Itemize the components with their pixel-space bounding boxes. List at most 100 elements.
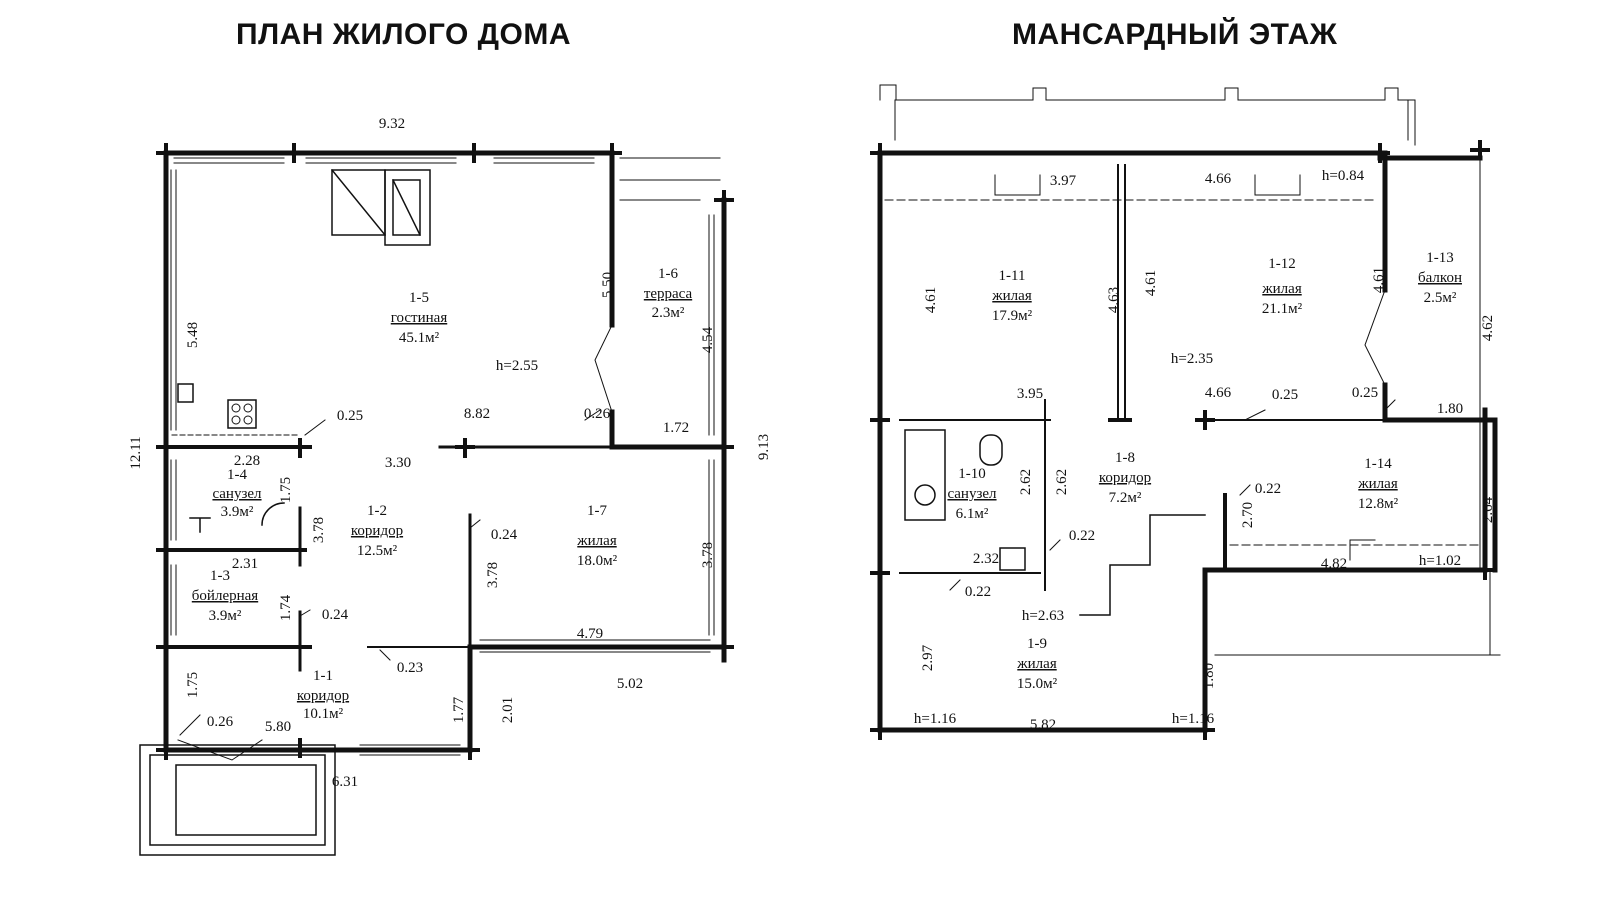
room-1-6-id: 1-6 — [658, 266, 678, 282]
dim-label: 4.54 — [700, 326, 716, 353]
dim-label: 0.25 — [337, 408, 363, 424]
ground-height: h=2.55 — [496, 358, 538, 374]
dim-label: 1.80 — [1201, 663, 1217, 689]
room-1-13-id: 1-13 — [1426, 250, 1454, 266]
room-1-12-name: жилая — [1261, 281, 1302, 297]
room-1-2-id: 1-2 — [367, 503, 387, 519]
ground-floor-walls — [139, 143, 734, 856]
dim-label: 1.75 — [185, 672, 201, 698]
room-1-5-name: гостиная — [391, 310, 448, 326]
room-1-8-id: 1-8 — [1115, 450, 1135, 466]
attic-floor-title: МАНСАРДНЫЙ ЭТАЖ — [1012, 18, 1338, 51]
dim-label: 9.32 — [379, 116, 405, 132]
room-1-4-id: 1-4 — [227, 467, 247, 483]
dim-label: 1.80 — [1437, 401, 1463, 417]
room-1-1-id: 1-1 — [313, 668, 333, 684]
dim-label: 4.61 — [1371, 267, 1387, 293]
dim-label: 5.48 — [185, 322, 201, 348]
room-1-7-id: 1-7 — [587, 503, 607, 519]
room-1-13-area: 2.5м² — [1424, 290, 1457, 306]
dim-label: 4.66 — [1205, 385, 1232, 401]
room-1-10-id: 1-10 — [958, 466, 986, 482]
room-1-7-name: жилая — [576, 533, 617, 549]
room-1-4-area: 3.9м² — [221, 504, 254, 520]
dim-label: 1.74 — [278, 594, 294, 621]
room-1-12-area: 21.1м² — [1262, 301, 1303, 317]
room-1-11-name: жилая — [991, 288, 1032, 304]
room-1-3-area: 3.9м² — [209, 608, 242, 624]
room-1-14-id: 1-14 — [1364, 456, 1392, 472]
attic-floor-labels: 1-11 жилая 17.9м² 1-12 жилая 21.1м² 1-13… — [914, 168, 1496, 733]
dim-label: 0.24 — [322, 607, 349, 623]
room-1-7-area: 18.0м² — [577, 553, 618, 569]
room-1-2-name: коридор — [351, 523, 403, 539]
room-1-9-id: 1-9 — [1027, 636, 1047, 652]
room-1-14-area: 12.8м² — [1358, 496, 1399, 512]
dim-label: 0.22 — [1069, 528, 1095, 544]
room-1-6-name: терраса — [644, 286, 693, 302]
dim-label: 0.26 — [584, 406, 611, 422]
attic-height: h=1.16 — [1172, 711, 1215, 727]
dim-label: 4.63 — [1106, 287, 1122, 313]
dim-label: 1.77 — [451, 696, 467, 723]
dim-label: 12.11 — [128, 436, 144, 469]
dim-label: 5.80 — [265, 719, 291, 735]
dim-label: 3.95 — [1017, 386, 1043, 402]
dim-label: 8.82 — [464, 406, 490, 422]
room-1-9-name: жилая — [1016, 656, 1057, 672]
room-1-11-area: 17.9м² — [992, 308, 1033, 324]
room-1-5-area: 45.1м² — [399, 330, 440, 346]
room-1-10-area: 6.1м² — [956, 506, 989, 522]
room-1-8-area: 7.2м² — [1109, 490, 1142, 506]
dim-label: 5.50 — [600, 272, 616, 298]
room-1-8-name: коридор — [1099, 470, 1151, 486]
dim-label: 2.70 — [1240, 502, 1256, 528]
dim-label: 0.24 — [491, 527, 518, 543]
room-1-10-name: санузел — [947, 486, 997, 502]
dim-label: 2.62 — [1018, 469, 1034, 495]
ground-floor-labels: 1-5 гостиная 45.1м² h=2.55 1-6 терраса 2… — [128, 116, 772, 790]
dim-label: 2.62 — [1054, 469, 1070, 495]
room-1-13-name: балкон — [1418, 270, 1462, 286]
dim-label: 6.31 — [332, 774, 358, 790]
dim-label: 1.75 — [278, 477, 294, 503]
dim-label: 0.22 — [1255, 481, 1281, 497]
dim-label: 0.26 — [207, 714, 234, 730]
dim-label: 0.25 — [1352, 385, 1378, 401]
dim-label: 4.66 — [1205, 171, 1232, 187]
room-1-1-name: коридор — [297, 688, 349, 704]
dim-label: 2.28 — [234, 453, 260, 469]
dim-label: 3.78 — [311, 517, 327, 543]
room-1-1-area: 10.1м² — [303, 706, 344, 722]
dim-label: 2.32 — [973, 551, 999, 567]
dim-label: 2.64 — [1480, 496, 1496, 523]
dim-label: 2.31 — [232, 556, 258, 572]
attic-height: h=0.84 — [1322, 168, 1365, 184]
dim-label: 4.61 — [923, 287, 939, 313]
dim-label: 0.22 — [965, 584, 991, 600]
ground-floor-title: ПЛАН ЖИЛОГО ДОМА — [236, 18, 571, 51]
dim-label: 0.25 — [1272, 387, 1298, 403]
dim-label: 0.23 — [397, 660, 423, 676]
dim-label: 4.62 — [1480, 315, 1496, 341]
room-1-2-area: 12.5м² — [357, 543, 398, 559]
dim-label: 3.97 — [1050, 173, 1077, 189]
dim-label: 9.13 — [756, 434, 772, 460]
room-1-3-id: 1-3 — [210, 568, 230, 584]
dim-label: 2.97 — [920, 644, 936, 671]
dim-label: 5.82 — [1030, 717, 1056, 733]
room-1-11-id: 1-11 — [999, 268, 1026, 284]
room-1-4-name: санузел — [212, 486, 262, 502]
room-1-14-name: жилая — [1357, 476, 1398, 492]
room-1-12-id: 1-12 — [1268, 256, 1296, 272]
dim-label: 4.79 — [577, 626, 603, 642]
room-1-9-area: 15.0м² — [1017, 676, 1058, 692]
dim-label: 2.01 — [500, 697, 516, 723]
room-1-3-name: бойлерная — [192, 588, 258, 604]
attic-height: h=2.63 — [1022, 608, 1064, 624]
dim-label: 5.02 — [617, 676, 643, 692]
dim-label: 3.78 — [485, 562, 501, 588]
room-1-5-id: 1-5 — [409, 290, 429, 306]
dim-label: 3.78 — [700, 542, 716, 568]
